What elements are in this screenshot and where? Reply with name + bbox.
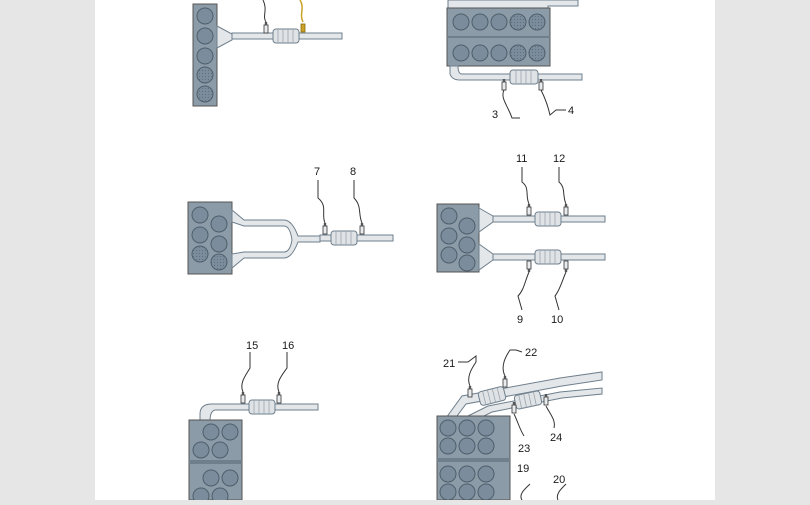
sensor-label-16: 16 bbox=[282, 340, 294, 352]
panel-inline-five bbox=[192, 0, 343, 107]
sensor-label-11: 11 bbox=[516, 153, 527, 165]
catalytic-converter-icon bbox=[534, 249, 562, 265]
catalytic-converter-icon bbox=[248, 399, 276, 415]
sensor-label-9: 9 bbox=[517, 314, 523, 326]
sensor-label-20: 20 bbox=[553, 474, 565, 486]
sensor-label-12: 12 bbox=[553, 153, 565, 165]
sensor-label-3: 3 bbox=[492, 109, 498, 121]
sensor-label-19: 19 bbox=[517, 463, 529, 475]
sensor-label-7: 7 bbox=[314, 166, 320, 178]
catalytic-converter-icon bbox=[272, 28, 300, 44]
catalytic-converter-icon bbox=[534, 211, 562, 227]
panel-y-pipe: 7 8 bbox=[187, 166, 394, 275]
sensor-label-24: 24 bbox=[550, 432, 562, 444]
panel-twin-pipes: 11 12 9 10 bbox=[436, 153, 606, 326]
sensor-label-23: 23 bbox=[518, 443, 530, 455]
panel-v8-single: 3 4 bbox=[446, 0, 583, 121]
sensor-label-10: 10 bbox=[551, 314, 563, 326]
sensor-label-21: 21 bbox=[443, 358, 455, 370]
sensor-label-8: 8 bbox=[350, 166, 356, 178]
sensor-label-22: 22 bbox=[525, 347, 537, 359]
catalytic-converter-icon bbox=[509, 69, 539, 85]
sensor-label-4: 4 bbox=[568, 105, 574, 117]
catalytic-converter-icon bbox=[477, 386, 507, 406]
catalytic-converter-icon bbox=[513, 390, 543, 410]
lambda-probe-icon bbox=[299, 0, 306, 33]
catalytic-converter-icon bbox=[330, 230, 358, 246]
sensor-label-15: 15 bbox=[246, 340, 258, 352]
